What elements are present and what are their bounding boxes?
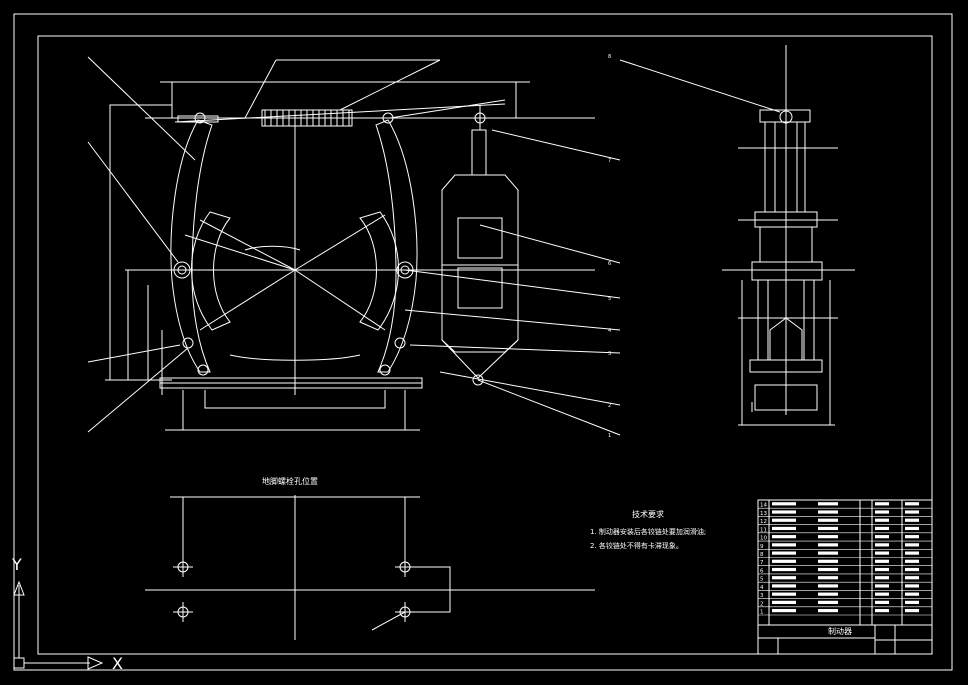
- bom-cell-text: [905, 551, 919, 555]
- bom-cell-text: [772, 576, 796, 580]
- bolt-hole-view: [145, 495, 595, 640]
- bom-cell-text: [875, 510, 889, 514]
- bom-cell-text: [772, 510, 796, 514]
- bolt-hole-title: 地脚螺栓孔位置: [262, 476, 318, 486]
- tech-requirement-1: 1. 制动器安装后各铰链处要加润滑油;: [590, 527, 706, 536]
- bom-cell-text: [875, 592, 889, 596]
- bom-cell-text: [772, 600, 796, 604]
- bom-cell-text: [905, 576, 919, 580]
- bom-cell-text: [818, 584, 838, 588]
- bom-cell-text: [875, 526, 889, 531]
- bom-cell-text: [875, 600, 889, 604]
- leader-label-7: 7: [608, 158, 611, 164]
- bom-cell-text: [875, 535, 889, 539]
- bom-cell-text: [818, 576, 838, 580]
- bom-cell-text: [818, 510, 838, 514]
- bom-row-number: 10: [760, 536, 767, 542]
- bom-row-number: 3: [760, 593, 764, 599]
- bom-cell-text: [875, 559, 889, 563]
- bom-rows: 14 13 12 11 10 9 8 7 6 5 4 3 2 1: [758, 502, 932, 616]
- leader-label-5: 5: [608, 296, 611, 302]
- bom-row-number: 1: [760, 610, 764, 616]
- bom-cell-text: [772, 584, 796, 588]
- bom-cell-text: [905, 526, 919, 531]
- bom-row-number: 12: [760, 519, 767, 525]
- bom-cell-text: [875, 502, 889, 506]
- bom-row-number: 13: [760, 511, 767, 517]
- ucs-icon: [13, 580, 104, 670]
- bom-row-number: 8: [760, 552, 764, 558]
- bom-cell-text: [905, 608, 919, 613]
- bom-cell-text: [905, 502, 919, 506]
- bom-cell-text: [905, 600, 919, 604]
- bom-cell-text: [772, 543, 796, 547]
- bom-row-number: 14: [760, 503, 767, 509]
- bom-row-number: 5: [760, 577, 764, 583]
- bom-cell-text: [905, 535, 919, 539]
- bom-cell-text: [818, 543, 838, 547]
- bom-cell-text: [818, 600, 838, 604]
- bom-cell-text: [905, 510, 919, 514]
- bom-cell-text: [772, 559, 796, 563]
- leader-numbers: 8 7 6 5 4 3 2 1: [608, 54, 611, 439]
- bom-cell-text: [818, 567, 838, 572]
- bom-cell-text: [905, 518, 919, 522]
- bom-cell-text: [772, 535, 796, 539]
- bom-cell-text: [875, 584, 889, 588]
- ucs-x-label: X: [112, 654, 123, 673]
- bom-cell-text: [905, 567, 919, 572]
- bom-cell-text: [875, 518, 889, 522]
- bom-cell-text: [875, 608, 889, 613]
- bom-row-number: 7: [760, 560, 764, 566]
- bom-cell-text: [875, 567, 889, 572]
- drawing-frame: [13, 13, 953, 671]
- leader-label-1: 1: [608, 433, 611, 439]
- bom-row-number: 6: [760, 568, 764, 574]
- bom-cell-text: [818, 551, 838, 555]
- bom-cell-text: [905, 592, 919, 596]
- bom-cell-text: [905, 543, 919, 547]
- bom-cell-text: [772, 518, 796, 522]
- tech-requirements-heading: 技术要求: [632, 509, 664, 519]
- bom-cell-text: [818, 526, 838, 531]
- bom-row-number: 9: [760, 544, 764, 550]
- bom-row-number: 2: [760, 601, 764, 607]
- bom-cell-text: [818, 559, 838, 563]
- leader-label-8: 8: [608, 54, 611, 60]
- bom-cell-text: [772, 592, 796, 596]
- bom-row-number: 4: [760, 585, 764, 591]
- front-view: [87, 56, 621, 436]
- bom-cell-text: [818, 535, 838, 539]
- bom-cell-text: [818, 502, 838, 506]
- bom-cell-text: [772, 526, 796, 531]
- leader-label-3: 3: [608, 351, 611, 357]
- bom-cell-text: [818, 592, 838, 596]
- leader-label-6: 6: [608, 261, 611, 267]
- leader-label-4: 4: [608, 328, 611, 334]
- tech-requirements: 技术要求 1. 制动器安装后各铰链处要加润滑油; 2. 各铰链处不得有卡滞现象。: [590, 509, 706, 550]
- title-block: [757, 499, 933, 655]
- bom-cell-text: [772, 502, 796, 506]
- title-block-title: 制动器: [828, 626, 852, 636]
- bom-cell-text: [772, 551, 796, 555]
- bom-cell-text: [875, 576, 889, 580]
- leader-label-2: 2: [608, 403, 611, 409]
- bom-cell-text: [905, 559, 919, 563]
- bom-cell-text: [772, 608, 796, 613]
- bom-cell-text: [818, 608, 838, 613]
- bom-cell-text: [875, 551, 889, 555]
- side-view: [619, 45, 855, 426]
- bom-cell-text: [905, 584, 919, 588]
- bom-cell-text: [818, 518, 838, 522]
- tech-requirement-2: 2. 各铰链处不得有卡滞现象。: [590, 541, 683, 550]
- bom-row-number: 11: [760, 527, 767, 533]
- bom-cell-text: [875, 543, 889, 547]
- bom-cell-text: [772, 567, 796, 572]
- ucs-y-label: Y: [11, 555, 22, 574]
